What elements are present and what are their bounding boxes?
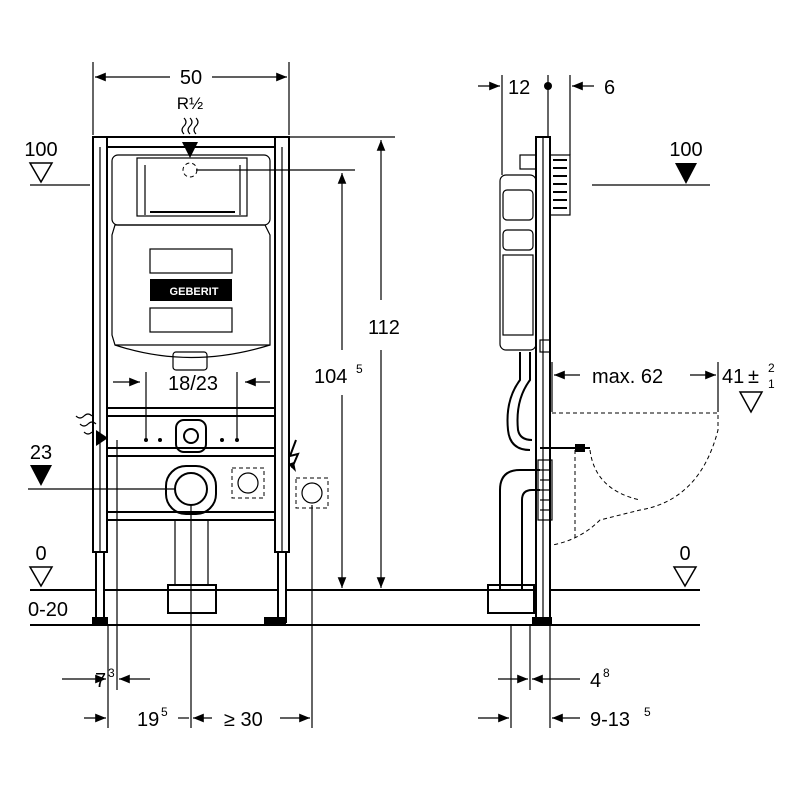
drain-pipe-end-side [487,584,535,614]
frame-right-leg [277,551,287,623]
label-dim-19-sup: 5 [161,705,168,719]
label-dim-6: 6 [604,77,615,99]
label-dim-9-13-sup: 5 [644,705,651,719]
level-marker-23 [30,465,52,486]
label-max-62: max. 62 [592,366,663,388]
water-supply-icon [181,117,199,158]
label-height-112: 112 [368,317,400,339]
level-marker-100-left [28,162,54,184]
label-41-minus: 1 [768,377,775,391]
label-level-0-right: 0 [679,543,690,565]
label-dim-7-sup: 3 [108,666,115,680]
geberit-logo-icon [150,279,232,301]
cistern-body [111,224,271,346]
level-marker-0-left [28,566,54,588]
level-marker-41 [738,391,764,414]
level-marker-0-right [672,566,698,588]
label-level-100-left: 100 [24,139,57,161]
label-41-pm: ± [748,366,759,388]
electrical-supply-icon [288,439,300,472]
water-inlet-position [182,162,198,178]
dimension-lines [28,62,719,728]
label-dim-4: 4 [590,670,601,692]
dimension-labels: 50 R½ 100 100 23 0 0 0-20 112 104 5 18/2… [24,67,775,731]
water-supply-side-icon [75,413,108,446]
label-level-23: 23 [30,442,52,464]
label-dim-12: 12 [508,77,530,99]
label-dim-9-13: 9-13 [590,709,630,731]
label-41: 41 [722,366,744,388]
label-r-half: R½ [177,94,203,113]
label-height-104: 104 [314,366,347,388]
label-dim-ge30: ≥ 30 [224,709,263,731]
label-height-104-sup: 5 [356,362,363,376]
label-level-100-right: 100 [669,139,702,161]
junction-box [231,467,265,499]
frame-left-leg [95,551,105,623]
drain-pipe-end-front [167,584,217,614]
wc-bowl-outline [551,412,719,546]
label-range-0-20: 0-20 [28,599,68,621]
svg-text:GEBERIT: GEBERIT [170,286,219,298]
label-41-plus: 2 [768,361,775,375]
level-marker-icon [28,162,764,588]
frame-mid-rail [106,407,276,417]
cistern-top [111,154,271,226]
drain-bend-side [499,469,540,590]
label-dim-19: 19 [137,709,159,731]
side-view [487,136,719,625]
cistern-side [499,174,537,351]
label-dim-7: 7 [95,670,106,692]
label-dim-4-sup: 8 [603,666,610,680]
level-marker-100-right [675,163,697,184]
floor-lines [30,589,700,626]
label-18-23: 18/23 [168,373,218,395]
label-level-0-left: 0 [35,543,46,565]
label-width-50: 50 [180,67,202,89]
